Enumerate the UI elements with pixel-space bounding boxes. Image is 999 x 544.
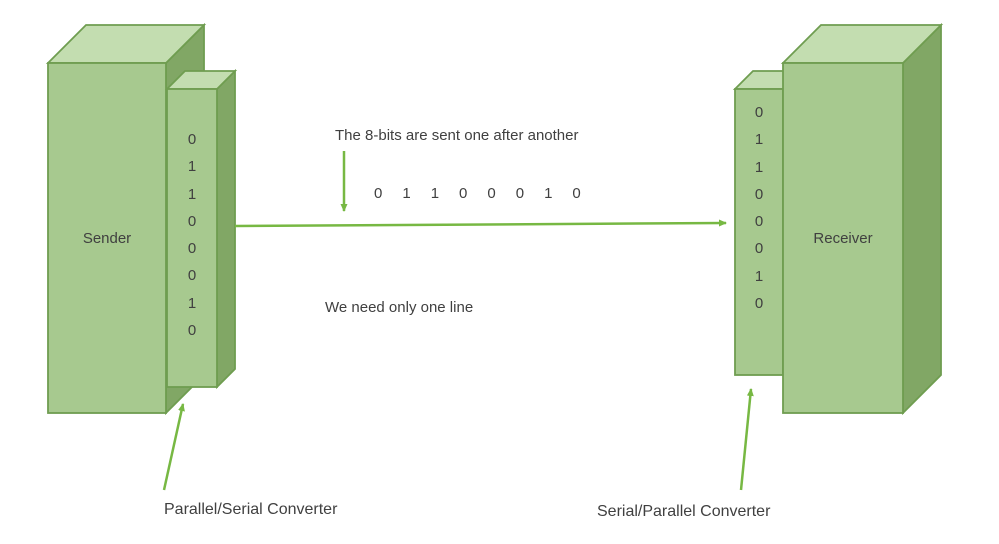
bit: 0 — [187, 212, 197, 230]
bit: 0 — [754, 295, 764, 313]
bit: 0 — [187, 131, 197, 148]
bit: 0 — [374, 185, 383, 202]
left-converter-side-face — [216, 68, 236, 390]
left-converter-pointer-arrow — [162, 403, 185, 491]
bit: 1 — [187, 158, 197, 176]
bit: 0 — [754, 185, 764, 203]
receiver-box-side-face — [902, 22, 942, 416]
right-converter-front-face — [734, 88, 784, 376]
sender-label: Sender — [82, 229, 132, 247]
bit: 1 — [754, 131, 764, 149]
bit: 0 — [754, 240, 764, 258]
bit: 0 — [459, 185, 468, 202]
bit: 0 — [487, 185, 496, 202]
right-converter-pointer-arrow — [739, 388, 754, 491]
parallel-serial-converter-box — [164, 68, 238, 390]
sender-bits-column: 0 1 1 0 0 0 1 0 — [167, 126, 217, 344]
sender-box-front-face — [47, 62, 167, 414]
serial-parallel-converter-label: Serial/Parallel Converter — [597, 503, 771, 520]
receiver-label: Receiver — [813, 229, 873, 247]
bit: 0 — [572, 185, 581, 202]
serial-caption-top: The 8-bits are sent one after another — [335, 127, 579, 144]
bit: 1 — [754, 158, 764, 176]
parallel-serial-converter-label: Parallel/Serial Converter — [164, 501, 338, 518]
transmission-line-arrow — [234, 219, 727, 228]
receiver-bits-column: 0 1 1 0 0 0 1 0 — [735, 99, 783, 317]
bit: 0 — [754, 213, 764, 231]
bit: 1 — [430, 185, 440, 202]
bit: 1 — [544, 185, 553, 202]
bit: 0 — [187, 267, 197, 285]
receiver-box-front-face — [782, 62, 904, 414]
serial-caption-bottom: We need only one line — [325, 299, 474, 316]
bit: 0 — [515, 185, 525, 202]
bit: 1 — [754, 267, 764, 285]
bit: 0 — [187, 240, 197, 258]
bit: 1 — [402, 185, 411, 202]
bit: 1 — [187, 185, 197, 203]
bit: 1 — [187, 294, 197, 312]
serial-bit-stream: 0 1 1 0 0 0 1 0 — [374, 185, 581, 202]
left-converter-front-face — [166, 88, 218, 388]
bit: 0 — [754, 104, 764, 121]
receiver-box — [780, 22, 944, 416]
bit: 0 — [187, 322, 197, 340]
